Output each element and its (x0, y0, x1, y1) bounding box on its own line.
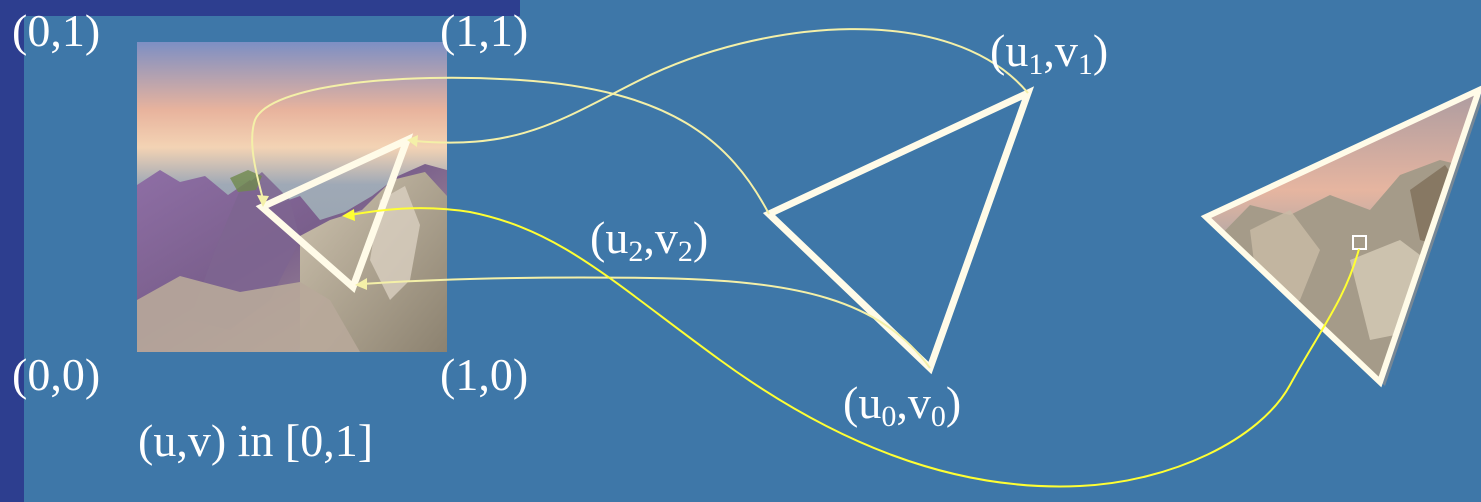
arrow-v0-to-texture (361, 276, 931, 369)
arrowhead-v0 (355, 278, 367, 290)
arrow-v1-to-texture (414, 28, 1029, 144)
rendered-triangle (1206, 90, 1479, 382)
texture-image (137, 42, 447, 352)
label-bottom-right: (1,0) (440, 349, 529, 400)
sample-pixel-marker (1352, 235, 1367, 250)
label-bottom-left: (0,0) (12, 349, 101, 400)
label-vertex-1: (u1,v1) (990, 25, 1109, 81)
label-top-right: (1,1) (440, 5, 529, 56)
arrow-v2-to-texture (251, 76, 770, 215)
object-triangle (762, 86, 1035, 375)
label-uv-range: (u,v) in [0,1] (138, 415, 374, 466)
arrowhead-pixel (342, 209, 355, 221)
arrow-pixel-to-texture (349, 207, 1360, 488)
arrowhead-v2 (257, 195, 269, 207)
label-vertex-0: (u0,v0) (843, 377, 962, 433)
left-accent-bar (0, 0, 24, 502)
label-vertex-2: (u2,v2) (590, 212, 709, 268)
label-top-left: (0,1) (12, 5, 101, 56)
texture-triangle (255, 133, 414, 294)
arrowhead-v1 (407, 135, 418, 147)
top-accent-bar (0, 0, 520, 16)
